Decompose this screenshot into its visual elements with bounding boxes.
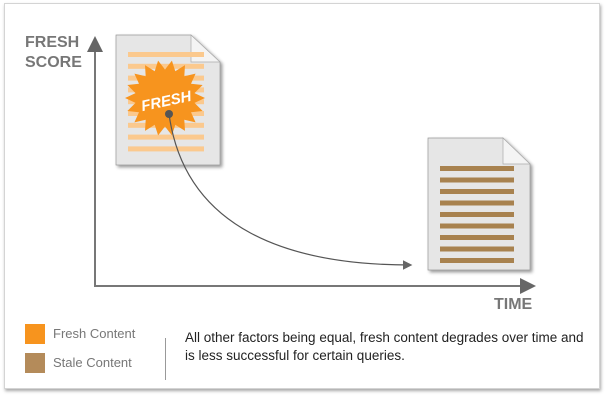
- stripe: [440, 235, 514, 240]
- stripe: [440, 189, 514, 194]
- stripe: [440, 200, 514, 206]
- stripe: [128, 52, 204, 57]
- legend-divider: [165, 338, 166, 380]
- fresh-legend-swatch: [25, 324, 45, 344]
- stripe: [440, 246, 514, 252]
- stale-legend-label: Stale Content: [53, 355, 132, 370]
- y-axis-label-line1: FRESH: [25, 34, 80, 51]
- stripe: [440, 223, 514, 229]
- decay-curve: [168, 113, 413, 270]
- caption: All other factors being equal, fresh con…: [185, 330, 584, 363]
- curve-start-dot: [165, 110, 173, 118]
- stripe: [440, 258, 514, 263]
- stripe: [128, 146, 204, 152]
- y-axis-label: FRESH SCORE: [25, 33, 82, 73]
- x-axis-label: TIME: [494, 296, 533, 313]
- stale-stripes: [440, 166, 514, 263]
- y-axis-label-line2: SCORE: [25, 54, 82, 71]
- stripe: [128, 63, 204, 69]
- stripe: [440, 212, 514, 217]
- fresh-starburst-icon: [125, 60, 205, 136]
- stripe: [440, 177, 514, 183]
- stripe: [128, 134, 204, 140]
- fresh-legend-label: Fresh Content: [53, 326, 136, 341]
- stale-legend-swatch: [25, 353, 45, 373]
- stripe: [440, 166, 514, 171]
